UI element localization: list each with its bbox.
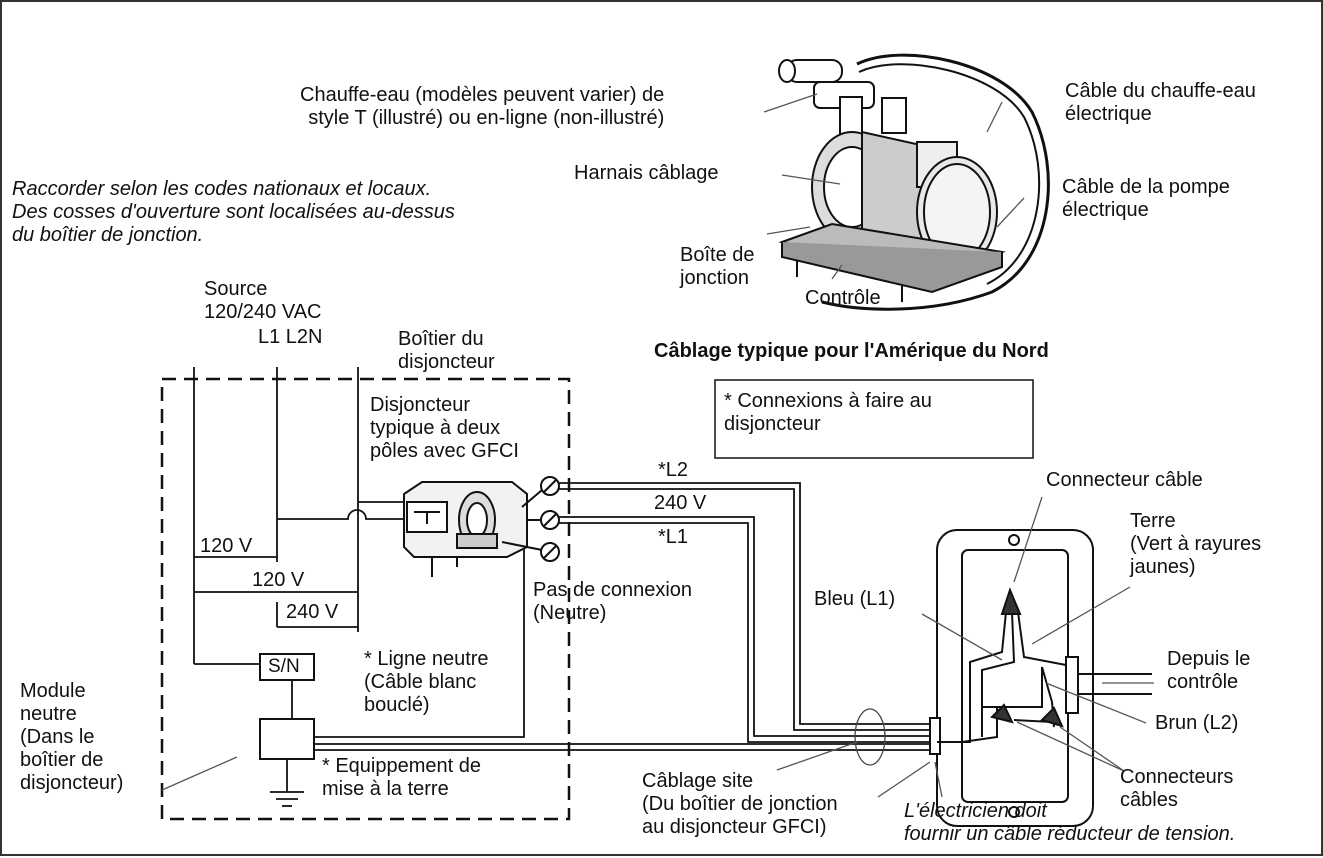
breaker-box-outline — [160, 377, 571, 821]
junction-box-label: Boîte de jonction — [680, 244, 755, 289]
source-label: Source 120/240 VAC — [204, 278, 322, 323]
heater-cable-label: Câble du chauffe-eau électrique — [1065, 80, 1256, 125]
pump-cable-label: Câble de la pompe électrique — [1062, 176, 1230, 221]
120v-a-label: 120 V — [200, 535, 253, 557]
l1-label: *L1 — [658, 526, 689, 548]
brown-wire-label: Brun (L2) — [1155, 712, 1239, 734]
l2-label: *L2 — [658, 459, 689, 481]
from-control-label: Depuis le contrôle — [1167, 648, 1251, 693]
120v-b-label: 120 V — [252, 569, 305, 591]
connections-note: * Connexions à faire au disjoncteur — [724, 390, 932, 435]
diagram-title: Câblage typique pour l'Amérique du Nord — [654, 340, 1049, 362]
pump-assembly-drawing — [778, 53, 1050, 311]
heater-label: Chauffe-eau (modèles peuvent varier) de … — [300, 84, 665, 129]
neutral-line-label: * Ligne neutre (Câble blanc bouclé) — [364, 648, 489, 716]
cable-connectors-label: Connecteurs câbles — [1120, 766, 1234, 811]
codes-note: Raccorder selon les codes nationaux et l… — [12, 178, 455, 246]
junction-box-drawing — [929, 529, 1152, 827]
neutral-module-label: Module neutre (Dans le boîtier de disjon… — [20, 680, 124, 794]
lines-label: L1 L2N — [258, 326, 323, 348]
electrician-note: L'électricien doit fournir un câble rédu… — [904, 800, 1236, 845]
gfci-breaker-drawing — [403, 476, 560, 577]
breaker-label: Disjoncteur typique à deux pôles avec GF… — [370, 394, 519, 462]
grounding-equipment-label: * Equippement de mise à la terre — [322, 755, 482, 800]
no-connection-label: Pas de connexion (Neutre) — [533, 579, 693, 624]
site-wiring-label: Câblage site (Du boîtier de jonction au … — [642, 770, 838, 838]
control-label: Contrôle — [805, 287, 881, 309]
240v-b-label: 240 V — [286, 601, 339, 623]
breaker-box-label: Boîtier du disjoncteur — [398, 328, 495, 373]
cable-connector-label: Connecteur câble — [1046, 469, 1203, 491]
blue-wire-label: Bleu (L1) — [814, 588, 896, 610]
harness-label: Harnais câblage — [574, 162, 719, 184]
ground-label: Terre (Vert à rayures jaunes) — [1130, 510, 1262, 578]
240v-main-label: 240 V — [654, 492, 707, 514]
sn-label: S/N — [268, 656, 300, 677]
